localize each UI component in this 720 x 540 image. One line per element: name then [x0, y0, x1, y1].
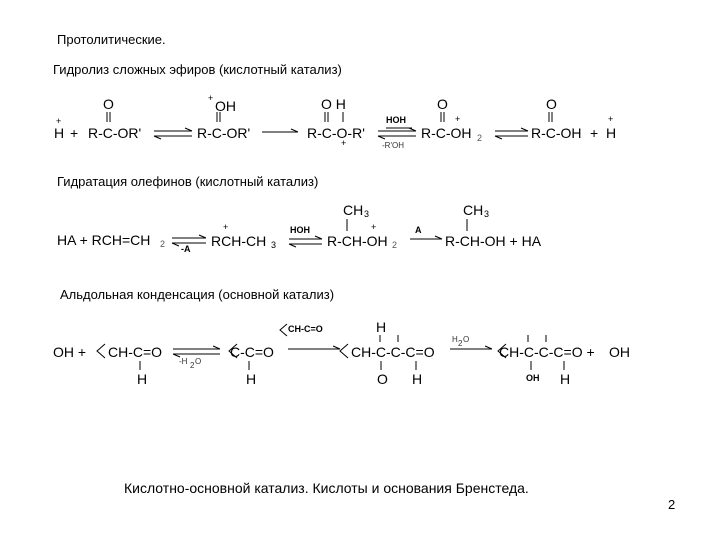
plus-sign: +	[590, 125, 599, 141]
forward-arrow	[410, 235, 443, 240]
equilibrium-arrow	[289, 235, 323, 240]
regenerated-hydroxide: OH	[609, 344, 630, 360]
alkyl-bracket	[497, 343, 507, 359]
minus-water: -H	[179, 357, 188, 366]
section-heading-aldol-condensation: Альдольная конденсация (основной катализ…	[60, 287, 335, 302]
second-aldehyde: CH-C=O	[288, 324, 323, 334]
equilibrium-arrow	[154, 127, 193, 132]
charge-plus: +	[56, 116, 62, 126]
aldol-adduct: CH-C-C-C=O	[351, 344, 435, 360]
methyl-top-2: CH	[463, 202, 484, 218]
reagent-a: A	[415, 225, 422, 235]
charge-plus: +	[371, 222, 377, 232]
alkyl-bracket	[279, 323, 288, 337]
double-bond	[440, 112, 445, 122]
bond	[139, 335, 417, 370]
regenerated-proton: H	[606, 125, 617, 141]
alkoxide-o: O	[377, 371, 388, 387]
subscript-2: 2	[160, 239, 166, 249]
alcohol-product: R-CH-OH + HA	[445, 233, 542, 249]
equilibrium-arrow	[173, 345, 221, 350]
adduct-h: H	[412, 371, 423, 387]
equilibrium-arrow	[172, 234, 207, 239]
subscript-3: 3	[364, 209, 370, 219]
charge-plus: +	[608, 114, 614, 124]
proton: H	[54, 125, 65, 141]
forward-arrow	[450, 345, 493, 350]
protonated-alcohol: R-CH-OH	[327, 233, 388, 249]
bond	[346, 219, 468, 231]
aldol-product: CH-C-C-C=O +	[499, 344, 595, 360]
protonated-oh: OH	[215, 98, 236, 114]
enolate-h: H	[246, 371, 257, 387]
minus-a: -A	[181, 244, 191, 254]
forward-arrow	[262, 128, 299, 133]
section-heading-ester-hydrolysis: Гидролиз сложных эфиров (кислотный катал…	[53, 62, 342, 77]
leaving-group: -R'OH	[382, 141, 404, 150]
page-header: Протолитические.	[57, 32, 166, 47]
subscript-3: 3	[271, 240, 277, 250]
adduct-top-h: H	[376, 319, 387, 335]
intermediate-o-h: O H	[321, 96, 346, 112]
alpha-h: H	[137, 371, 148, 387]
carbonyl-oxygen-2: O	[437, 96, 448, 112]
carbocation: RCH-CH	[211, 233, 267, 249]
equilibrium-arrow	[171, 242, 206, 247]
water-oxygen: O	[195, 357, 202, 366]
product-h: H	[560, 371, 571, 387]
subscript-2: 2	[477, 133, 483, 143]
alkyl-bracket	[339, 343, 349, 359]
charge-plus: +	[223, 222, 229, 232]
charge-plus: +	[341, 138, 347, 148]
alkyl-bracket	[228, 343, 238, 359]
forward-arrow	[288, 345, 341, 350]
double-bond	[216, 112, 221, 122]
reagent-water-h: H	[452, 335, 458, 344]
charge-plus: +	[455, 114, 461, 124]
plus-sign: +	[70, 125, 79, 141]
equilibrium-arrow	[172, 353, 220, 358]
double-bond	[106, 112, 111, 122]
methyl-top-1: CH	[343, 202, 364, 218]
aldehyde: CH-C=O	[108, 344, 163, 360]
reagent-hoh: HOH	[386, 115, 406, 125]
reactants: HA + RCH=CH	[57, 232, 151, 248]
section-heading-olefin-hydration: Гидратация олефинов (кислотный катализ)	[57, 174, 319, 189]
equilibrium-arrow	[153, 135, 192, 140]
bond	[527, 335, 565, 370]
subscript-2: 2	[190, 361, 195, 370]
subscript-2: 2	[392, 240, 398, 250]
double-bond	[548, 112, 553, 122]
carbonyl-oxygen-3: O	[546, 96, 557, 112]
equilibrium-arrow	[494, 135, 528, 140]
equilibrium-arrow	[495, 127, 529, 132]
equilibrium-arrow	[377, 135, 416, 140]
water-oxygen: O	[463, 335, 470, 344]
hydroxide-plus: OH +	[53, 344, 87, 360]
page-number: 2	[668, 497, 676, 512]
protonated-ester: R-C-OR'	[197, 125, 251, 141]
enolate: C-C=O	[230, 344, 274, 360]
charge-plus: +	[208, 93, 214, 103]
product-hydroxyl: OH	[526, 373, 540, 383]
ester: R-C-OR'	[88, 125, 142, 141]
slide-title: Кислотно-основной катализ. Кислоты и осн…	[124, 480, 529, 496]
subscript-2: 2	[458, 339, 463, 348]
carbonyl-oxygen: O	[103, 96, 114, 112]
alkyl-bracket	[96, 343, 106, 359]
intermediate: R-C-O-R'	[307, 125, 365, 141]
equilibrium-arrow	[288, 243, 322, 248]
reagent-hoh: HOH	[290, 225, 310, 235]
subscript-3: 3	[484, 209, 490, 219]
product-1: R-C-OH	[421, 125, 472, 141]
product-2: R-C-OH	[531, 125, 582, 141]
bond	[324, 112, 344, 122]
